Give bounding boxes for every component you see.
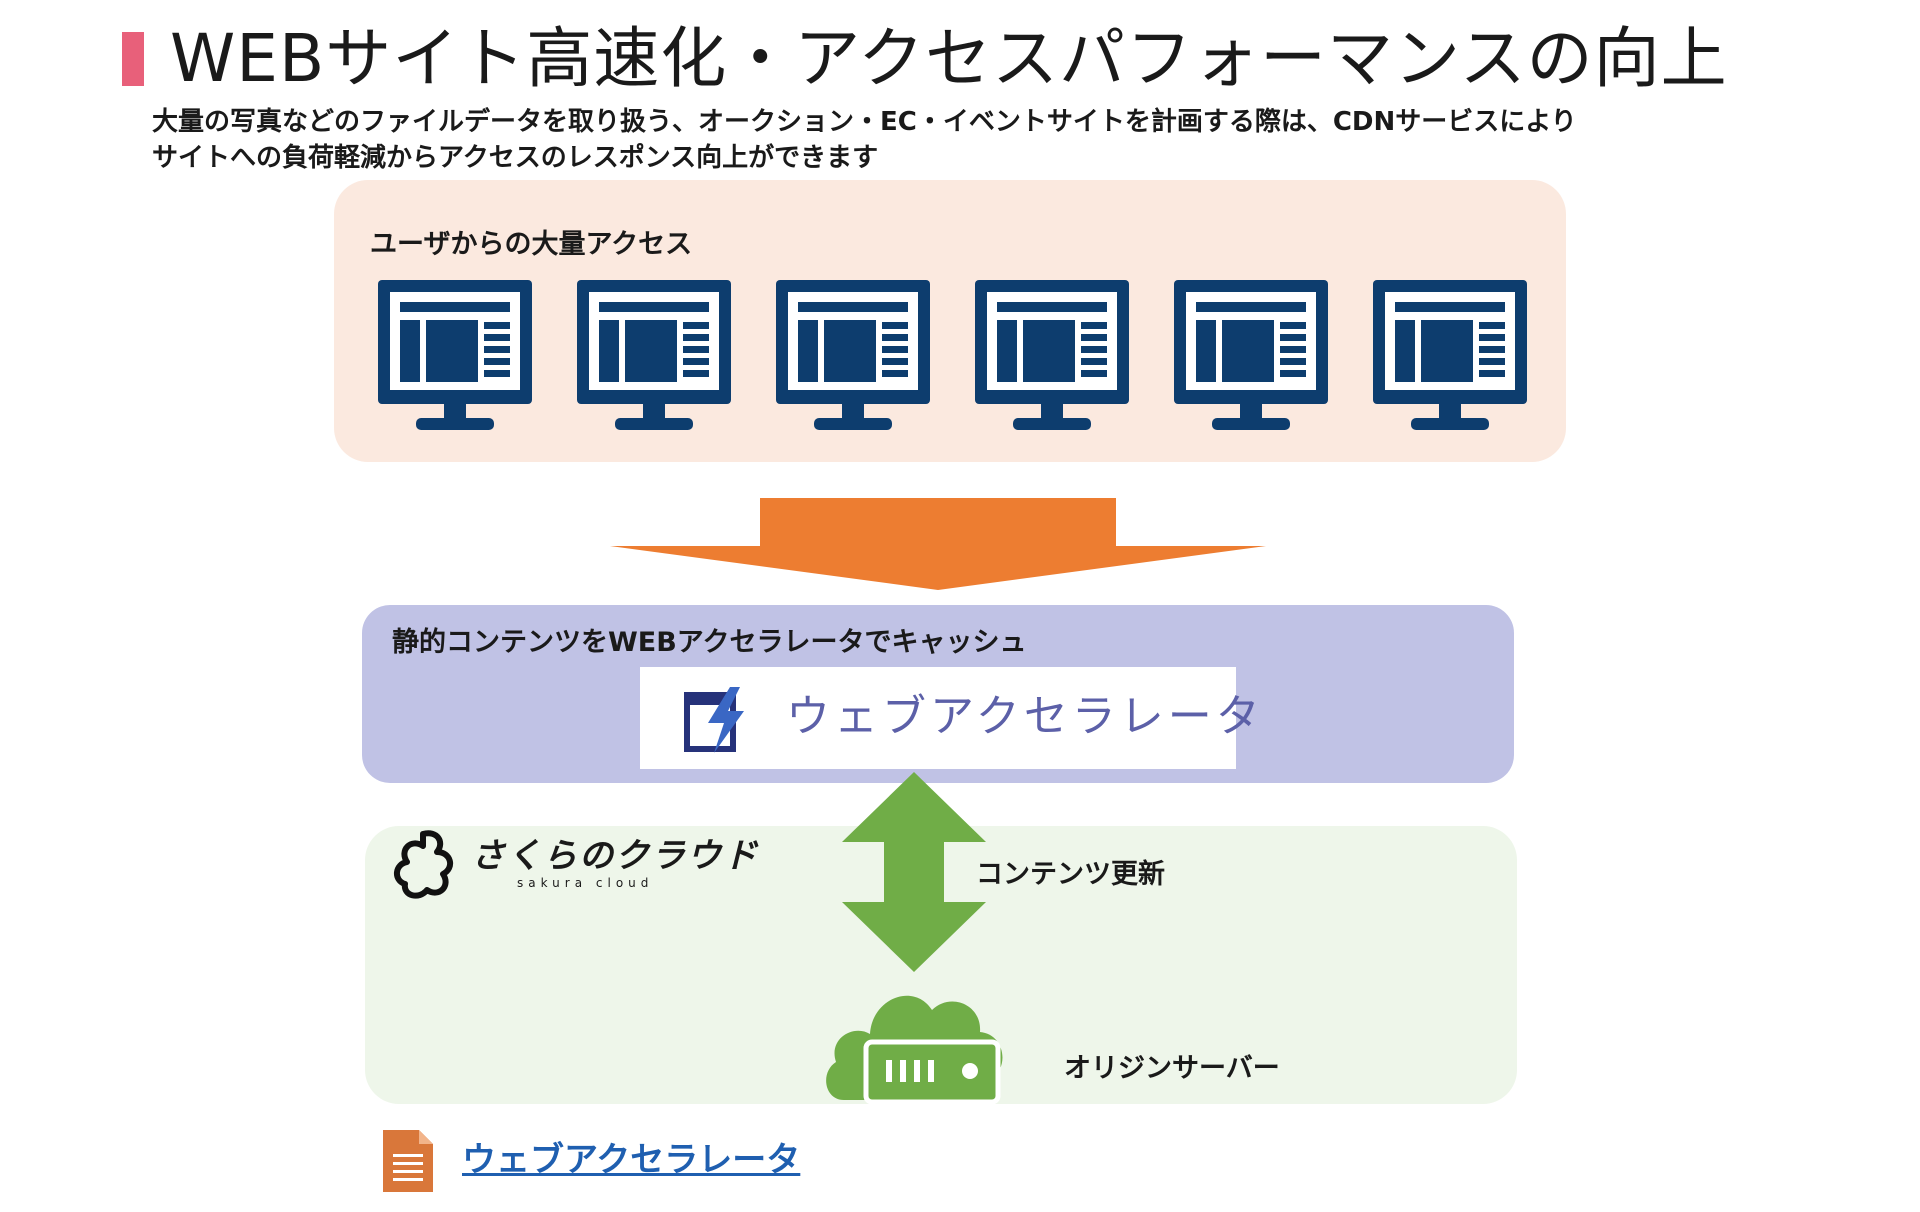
up-down-arrow-icon [842,772,986,972]
users-panel [334,180,1566,462]
monitor-icon [975,280,1129,430]
subtitle-line-2: サイトへの負荷軽減からアクセスのレスポンス向上ができます [152,143,879,173]
subtitle: 大量の写真などのファイルデータを取り扱う、オークション・EC・イベントサイトを計… [152,104,1577,176]
cache-panel-label: 静的コンテンツをWEBアクセラレータでキャッシュ [392,627,1027,658]
monitor-icon [1174,280,1328,430]
title-accent-bar [122,32,144,86]
content-update-label: コンテンツ更新 [976,859,1165,890]
lightning-icon [684,687,744,753]
sakura-flower-icon [394,830,454,899]
sakura-cloud-logo: さくらのクラウド sakura cloud [393,828,757,908]
origin-server-icon [826,995,1003,1104]
down-arrow-icon [610,498,1266,590]
web-accelerator-logo-text: ウェブアクセラレータ [786,691,1264,742]
sakura-cloud-logo-text: さくらのクラウド [471,836,759,876]
page-title: WEBサイト高速化・アクセスパフォーマンスの向上 [170,20,1728,97]
monitor-icon [776,280,930,430]
origin-server-label: オリジンサーバー [1064,1053,1280,1084]
monitor-icon [1373,280,1527,430]
sakura-cloud-logo-subtext: sakura cloud [517,876,654,890]
web-accelerator-logo: ウェブアクセラレータ [640,667,1260,769]
users-panel-label: ユーザからの大量アクセス [370,229,693,260]
monitor-icon [577,280,731,430]
web-accelerator-link[interactable]: ウェブアクセラレータ [462,1140,801,1180]
document-icon [383,1130,433,1192]
monitor-icon [378,280,532,430]
subtitle-line-1: 大量の写真などのファイルデータを取り扱う、オークション・EC・イベントサイトを計… [152,107,1577,137]
